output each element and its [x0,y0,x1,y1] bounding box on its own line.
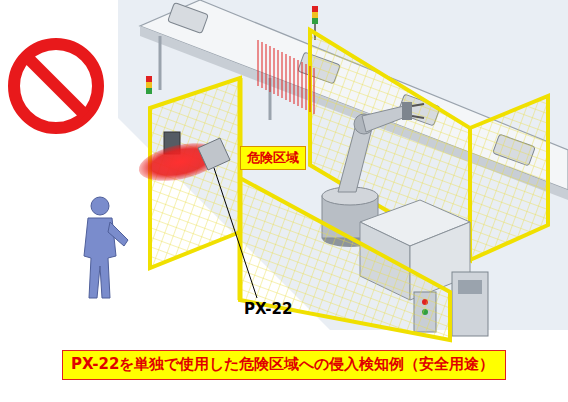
caption-text: PX-22を単独で使用した危険区域への侵入検知例（安全用途） [71,355,497,375]
prohibition-sign [14,44,98,128]
part-name: PX-22 [244,300,292,318]
safety-fence [240,178,450,340]
safety-fence [310,30,470,260]
signal-tower [146,76,152,94]
safety-fence [470,96,548,260]
worker-figure [84,197,128,298]
leader-line [214,168,257,298]
light-curtain [258,40,314,114]
fence-post [238,78,243,300]
box-text: 危険区域 [247,150,299,166]
px22-sensor [198,138,230,170]
zone-label-box: 危険区域 [240,146,306,170]
caption-banner: PX-22を単独で使用した危険区域への侵入検知例（安全用途） [62,350,506,380]
conveyor-leg [159,36,162,90]
